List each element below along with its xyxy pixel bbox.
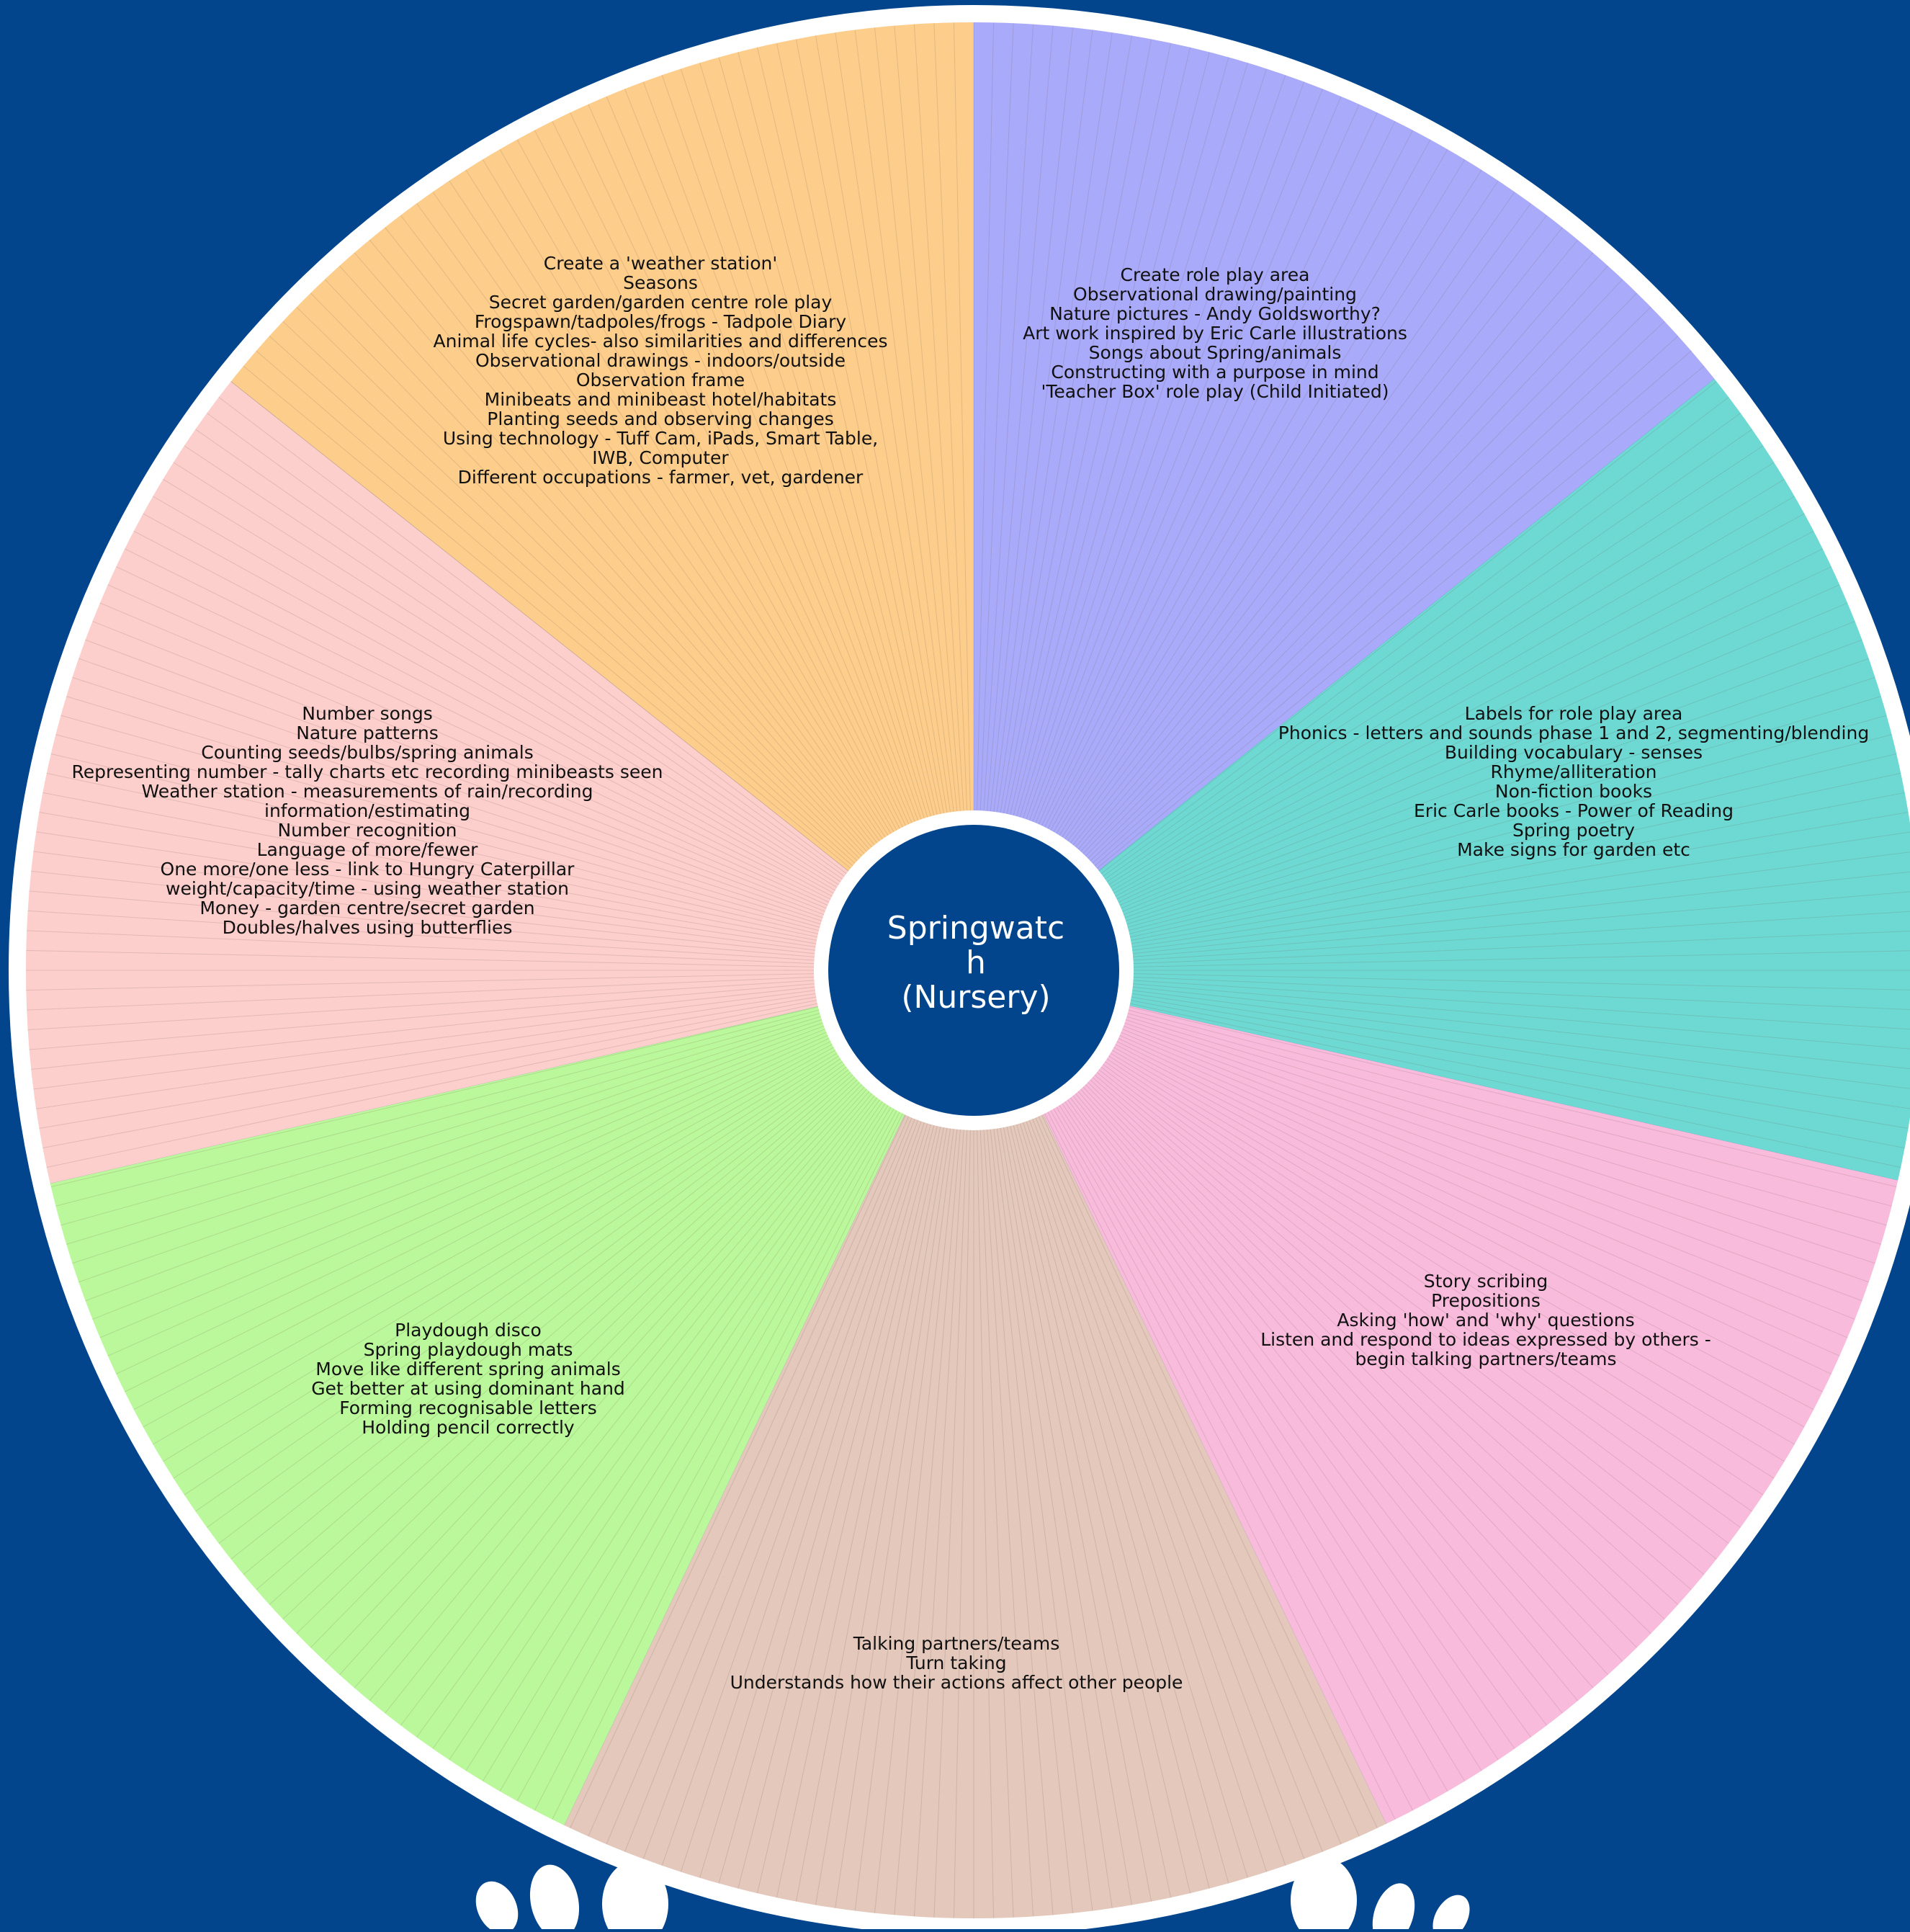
segment-line: Observational drawings - indoors/outside — [475, 350, 846, 371]
segment-line: Nature patterns — [296, 723, 439, 743]
segment-line: begin talking partners/teams — [1355, 1349, 1617, 1369]
toe-shape — [1432, 1895, 1470, 1932]
segment-line: Create role play area — [1120, 264, 1310, 285]
segment-line: Forming recognisable letters — [339, 1397, 597, 1418]
segment-line: Asking 'how' and 'why' questions — [1337, 1310, 1635, 1331]
segment-line: Doubles/halves using butterflies — [222, 917, 513, 938]
segment-line: Observational drawing/painting — [1073, 284, 1357, 305]
segment-pshe — [560, 970, 1391, 1928]
segment-line: weight/capacity/time - using weather sta… — [166, 878, 569, 899]
segment-line: Rhyme/alliteration — [1490, 761, 1657, 782]
segment-line: Observation frame — [575, 370, 745, 390]
segment-literacy — [974, 372, 1910, 1183]
segment-line: Planting seeds and observing changes — [487, 408, 834, 429]
segment-line: Nature pictures - Andy Goldsworthy? — [1049, 303, 1381, 324]
segment-line: Prepositions — [1431, 1290, 1541, 1311]
toe-shape — [602, 1861, 668, 1932]
toe-shape — [1291, 1857, 1357, 1932]
segment-understanding-world — [223, 12, 974, 970]
segment-line: Spring playdough mats — [363, 1339, 573, 1360]
segment-line: Building vocabulary - senses — [1444, 742, 1703, 763]
segment-line: Minibeats and minibeast hotel/habitats — [484, 389, 837, 410]
segment-line: Representing number - tally charts etc r… — [71, 761, 663, 782]
segment-line: 'Teacher Box' role play (Child Initiated… — [1041, 381, 1389, 402]
segment-line: Non-fiction books — [1494, 781, 1653, 802]
segment-line: Different occupations - farmer, vet, gar… — [457, 467, 864, 488]
title-line-1: Springwatc — [887, 910, 1065, 947]
segment-line: Seasons — [623, 272, 698, 293]
segment-line: Weather station - measurements of rain/r… — [141, 781, 593, 802]
title-line-3: (Nursery) — [901, 979, 1051, 1016]
segment-expressive-arts — [974, 12, 1723, 970]
segment-line: Language of more/fewer — [256, 839, 478, 860]
segment-line: Labels for role play area — [1464, 703, 1683, 724]
segment-line: IWB, Computer — [592, 447, 729, 468]
segment-line: Listen and respond to ideas expressed by… — [1260, 1329, 1711, 1350]
topic-title: Springwatc h (Nursery) — [843, 911, 1109, 1015]
segment-line: Story scribing — [1423, 1271, 1548, 1292]
segment-line: Make signs for garden etc — [1457, 839, 1690, 860]
segment-line: Eric Carle books - Power of Reading — [1414, 800, 1734, 821]
segment-mathematics — [16, 375, 974, 1186]
toe-shape — [1372, 1883, 1415, 1932]
segment-line: Get better at using dominant hand — [311, 1378, 625, 1399]
toe-shape — [529, 1864, 580, 1932]
segment-line: Create a 'weather station' — [543, 253, 778, 274]
segment-line: Secret garden/garden centre role play — [488, 292, 833, 313]
segment-line: Constructing with a purpose in mind — [1051, 362, 1379, 383]
segment-line: Talking partners/teams — [853, 1633, 1060, 1654]
segment-line: Turn taking — [906, 1653, 1007, 1673]
wheel-outer-ring — [9, 5, 1910, 1932]
segment-line: Number recognition — [277, 820, 457, 841]
title-line-2: h — [966, 944, 986, 981]
hub-circle — [828, 825, 1119, 1116]
segment-line: Using technology - Tuff Cam, iPads, Smar… — [442, 428, 879, 449]
segment-line: Playdough disco — [395, 1320, 542, 1341]
segment-line: One more/one less - link to Hungry Cater… — [160, 859, 575, 880]
segment-line: Understands how their actions affect oth… — [730, 1672, 1183, 1693]
segment-line: Animal life cycles- also similarities an… — [433, 331, 888, 352]
segment-line: Move like different spring animals — [315, 1359, 621, 1379]
segment-line: Art work inspired by Eric Carle illustra… — [1023, 323, 1407, 344]
segment-line: Frogspawn/tadpoles/frogs - Tadpole Diary — [474, 311, 847, 332]
segment-line: Holding pencil correctly — [362, 1417, 575, 1438]
segment-line: Money - garden centre/secret garden — [199, 898, 535, 918]
segment-line: Phonics - letters and sounds phase 1 and… — [1278, 723, 1870, 743]
segment-line: Spring poetry — [1512, 820, 1636, 841]
segment-line: Number songs — [302, 703, 433, 724]
segment-line: Songs about Spring/animals — [1088, 342, 1342, 363]
segment-line: information/estimating — [264, 800, 470, 821]
toe-shape — [475, 1881, 519, 1932]
segment-line: Counting seeds/bulbs/spring animals — [201, 742, 534, 763]
